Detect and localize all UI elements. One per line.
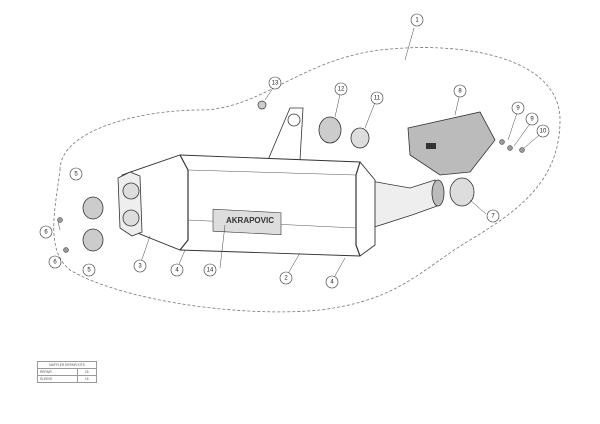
svg-text:2: 2 (284, 276, 288, 282)
kit-boundary-outline (53, 47, 561, 313)
callout-7: 7 (486, 209, 500, 223)
kit-table-title: MUFFLER REPAIR KITS (37, 361, 97, 369)
svg-text:13: 13 (272, 81, 279, 87)
callout-13: 13 (268, 76, 282, 90)
svg-text:7: 7 (491, 214, 495, 220)
svg-text:9: 9 (530, 117, 534, 123)
sleeve-5a (82, 196, 104, 220)
akrapovic-logo-plate (212, 208, 282, 236)
callout-6a: 6 (39, 225, 53, 239)
svg-text:6: 6 (53, 260, 57, 266)
gasket-11 (350, 127, 370, 149)
callout-11: 11 (370, 91, 384, 105)
callout-4b: 4 (325, 275, 339, 289)
callout-5a: 5 (69, 167, 83, 181)
callout-8: 8 (453, 84, 467, 98)
heat-shield-8 (407, 111, 496, 176)
svg-text:5: 5 (74, 172, 78, 178)
svg-text:14: 14 (207, 268, 214, 274)
svg-text:12: 12 (338, 87, 345, 93)
link-pipe (364, 179, 441, 231)
end-cap (117, 171, 143, 237)
svg-text:6: 6 (44, 230, 48, 236)
ring-12 (318, 116, 342, 144)
callout-6b: 6 (48, 255, 62, 269)
callout-14: 14 (203, 263, 217, 277)
svg-text:10: 10 (540, 129, 547, 135)
svg-text:3: 3 (138, 264, 142, 270)
callout-12: 12 (334, 82, 348, 96)
sleeve-5b (82, 228, 104, 252)
svg-text:4: 4 (330, 280, 334, 286)
callout-9b: 9 (525, 112, 539, 126)
callout-5b: 5 (82, 263, 96, 277)
svg-text:1: 1 (415, 18, 419, 24)
svg-text:9: 9 (516, 106, 520, 112)
callout-3: 3 (133, 259, 147, 273)
svg-text:11: 11 (374, 96, 381, 102)
svg-text:4: 4 (175, 268, 179, 274)
clamp-7 (449, 177, 475, 207)
svg-text:8: 8 (458, 89, 462, 95)
callout-4a: 4 (170, 263, 184, 277)
callout-2: 2 (279, 271, 293, 285)
callout-9a: 9 (511, 101, 525, 115)
svg-text:5: 5 (87, 268, 91, 274)
muffler-body (121, 154, 376, 257)
callout-10: 10 (536, 124, 550, 138)
callout-1: 1 (410, 13, 424, 27)
logo-text: AKRAPOVIC (226, 216, 274, 225)
